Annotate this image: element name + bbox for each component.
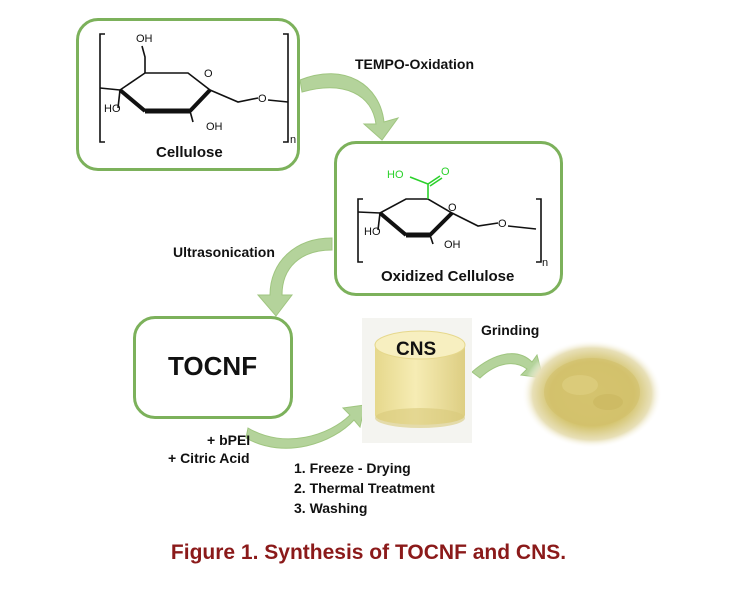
- curved-arrows: [245, 73, 544, 449]
- carboxyl-group: [409, 175, 443, 199]
- oxidized-cellulose-label: Oxidized Cellulose: [381, 268, 515, 285]
- oxidized-o-link: O: [498, 218, 507, 230]
- ultrasonication-label: Ultrasonication: [173, 244, 275, 260]
- oxidized-ho-left: HO: [364, 226, 381, 238]
- tocnf-box: [133, 316, 293, 419]
- cellulose-label: Cellulose: [156, 144, 223, 161]
- reagent-arrow: [245, 404, 366, 449]
- tempo-oxidation-label: TEMPO-Oxidation: [355, 56, 474, 72]
- oxidized-ho-acid: HO: [387, 169, 404, 181]
- step-washing: 3. Washing: [294, 500, 368, 516]
- tempo-arrow: [299, 73, 400, 141]
- step-thermal-treatment: 2. Thermal Treatment: [294, 480, 435, 496]
- ultrasonication-arrow: [256, 237, 333, 317]
- cellulose-oh-top: OH: [136, 33, 153, 45]
- reagent-citric-acid-label: + Citric Acid: [168, 450, 250, 466]
- figure-caption: Figure 1. Synthesis of TOCNF and CNS.: [170, 541, 567, 564]
- tocnf-label: TOCNF: [168, 351, 258, 381]
- cellulose-ho-left: HO: [104, 103, 121, 115]
- reagent-bpei-label: + bPEI: [207, 432, 251, 448]
- grinding-label: Grinding: [481, 322, 540, 338]
- cns-label: CNS: [396, 339, 437, 360]
- powder-image: [522, 340, 662, 448]
- step-freeze-drying: 1. Freeze - Drying: [294, 460, 411, 476]
- cellulose-box: [76, 18, 300, 171]
- cellulose-n: n: [290, 134, 297, 146]
- cellulose-structure: [99, 33, 289, 143]
- oxidized-oh-bottom: OH: [444, 239, 461, 251]
- cellulose-oh-bottom: OH: [206, 121, 223, 133]
- cns-pellet-image: [362, 318, 472, 443]
- cellulose-o-ring: O: [204, 68, 213, 80]
- oxidized-n: n: [542, 257, 549, 269]
- oxidized-structure: [357, 198, 542, 263]
- cellulose-o-link: O: [258, 93, 267, 105]
- oxidized-o-ring: O: [448, 202, 457, 214]
- oxidized-o-acid: O: [441, 166, 450, 178]
